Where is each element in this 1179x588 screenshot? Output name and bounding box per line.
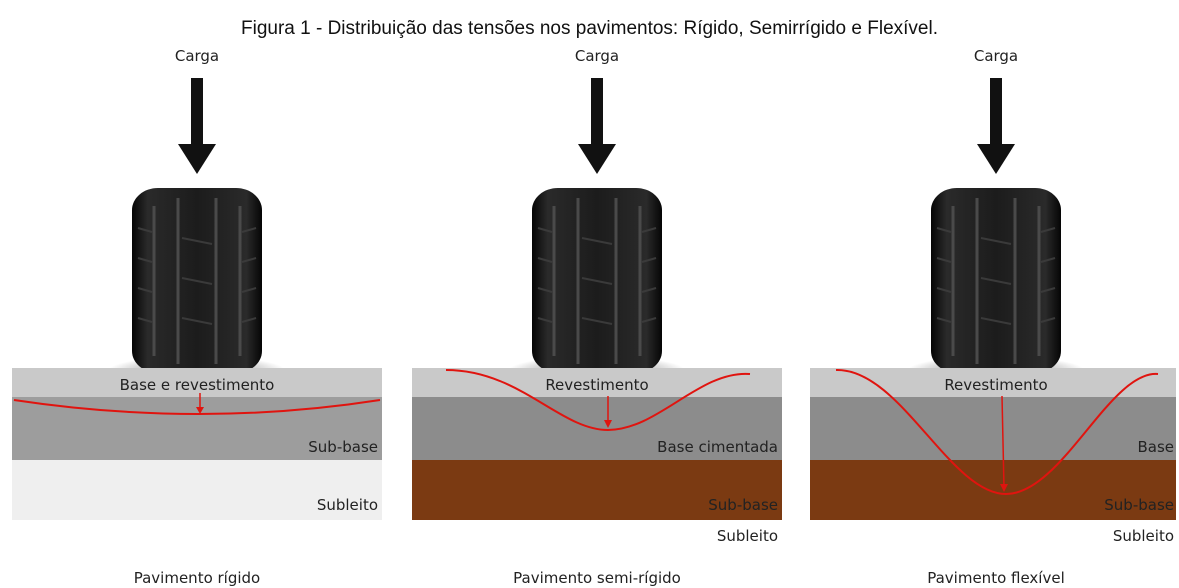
figure-title: Figura 1 - Distribuição das tensões nos …	[241, 18, 938, 39]
layer-sub-base	[412, 460, 782, 520]
layer-subleito	[12, 460, 382, 520]
layer-label: Sub-base	[708, 496, 778, 514]
load-label: Carga	[575, 47, 619, 65]
panel-semi-rigid: Carga Revestimento Base cimentada Sub-ba…	[412, 47, 782, 587]
load-arrow-icon	[178, 78, 216, 174]
panel-flexible: Carga Revestimento Base Sub-base Subleit…	[810, 47, 1176, 587]
stress-curve	[445, 369, 751, 432]
panel-caption: Pavimento flexível	[927, 569, 1065, 587]
layer-base	[810, 397, 1176, 460]
panel-rigid: Carga Base e revestimento Sub-base Suble…	[12, 47, 382, 587]
layer-base-revestimento	[12, 368, 382, 397]
tire-icon	[906, 186, 1086, 386]
tire-icon	[107, 186, 287, 386]
stress-arrow-head	[196, 407, 204, 414]
load-label: Carga	[175, 47, 219, 65]
tire-icon	[507, 186, 687, 386]
stress-arrow-head	[1000, 484, 1008, 492]
panel-caption: Pavimento semi-rígido	[513, 569, 681, 587]
load-arrow-icon	[578, 78, 616, 174]
stress-arrow-head	[604, 420, 612, 428]
layer-label: Subleito	[1113, 527, 1174, 545]
layer-sub-base	[810, 460, 1176, 520]
layer-label: Sub-base	[308, 438, 378, 456]
panel-caption: Pavimento rígido	[134, 569, 261, 587]
stress-curve	[835, 368, 1159, 496]
layer-label: Revestimento	[944, 376, 1047, 394]
layer-revestimento	[810, 368, 1176, 397]
layer-label: Revestimento	[545, 376, 648, 394]
load-label: Carga	[974, 47, 1018, 65]
layer-label: Sub-base	[1104, 496, 1174, 514]
layer-label: Base e revestimento	[120, 376, 275, 394]
stress-arrow	[1001, 395, 1005, 489]
load-arrow-icon	[977, 78, 1015, 174]
layer-label: Base	[1137, 438, 1174, 456]
layer-label: Subleito	[717, 527, 778, 545]
layer-label: Subleito	[317, 496, 378, 514]
layer-label: Base cimentada	[657, 438, 778, 456]
stress-curve	[13, 399, 381, 415]
